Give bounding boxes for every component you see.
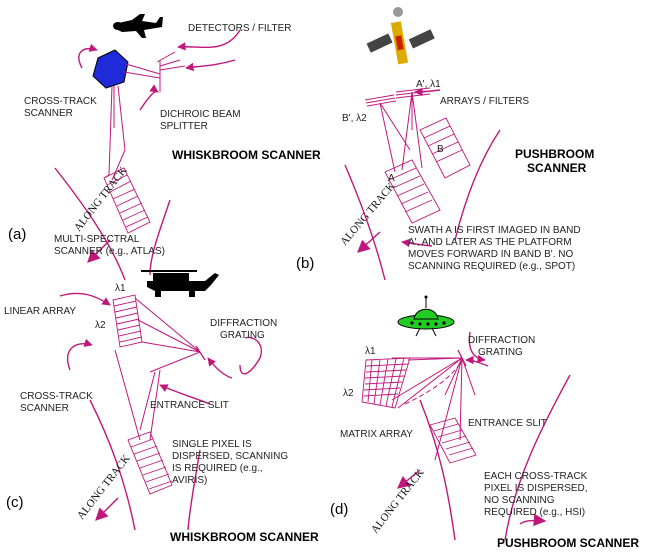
panel-d-label: (d): [330, 501, 348, 518]
panel-c-desc-2: DISPERSED, SCANNING: [172, 451, 288, 462]
panel-d-desc-3: NO SCANNING: [484, 495, 555, 506]
along-track-label-a: ALONG TRACK: [72, 165, 130, 234]
panel-b-desc-2: A', AND LATER AS THE PLATFORM: [408, 237, 572, 248]
panel-a-title: WHISKBROOM SCANNER: [172, 148, 321, 162]
along-track-label-b: ALONG TRACK: [338, 180, 398, 248]
along-track-label-d: ALONG TRACK: [369, 467, 427, 536]
diffraction-grating-label-d-2: GRATING: [478, 347, 523, 358]
dichroic-label-2: SPLITTER: [160, 121, 208, 132]
lambda1-label-d: λ1: [365, 346, 376, 357]
airplane-icon: [113, 14, 163, 38]
dichroic-label-1: DICHROIC BEAM: [160, 109, 241, 120]
cross-track-scanner-label-c-1: CROSS-TRACK: [20, 391, 93, 402]
panel-b-desc-1: SWATH A IS FIRST IMAGED IN BAND: [408, 225, 581, 236]
diffraction-grating-label-d-1: DIFFRACTION: [468, 335, 535, 346]
arrays-filters-label: ARRAYS / FILTERS: [440, 96, 529, 107]
panel-b-title-1: PUSHBROOM: [515, 147, 594, 161]
panel-b-desc-4: SCANNING REQUIRED (e.g., SPOT): [408, 261, 575, 272]
entrance-slit-label-d: ENTRANCE SLIT: [468, 418, 547, 429]
cross-track-scanner-label-c-2: SCANNER: [20, 403, 69, 414]
panel-b: A', λ1 ARRAYS / FILTERS B', λ2 B A PUSHB…: [296, 7, 594, 281]
swath-a-label: A: [388, 173, 395, 184]
panel-c-desc-4: AVIRIS): [172, 475, 207, 486]
panel-c-desc-3: IS REQUIRED (e.g.,: [172, 463, 263, 474]
lambda2-label-c: λ2: [95, 320, 106, 331]
panel-b-title-2: SCANNER: [527, 161, 587, 175]
panel-c-desc-1: SINGLE PIXEL IS: [172, 439, 252, 450]
a-prime-lambda1-label: A', λ1: [416, 79, 441, 90]
panel-d-title: PUSHBROOM SCANNER: [497, 536, 639, 550]
panel-a: DETECTORS / FILTER CROSS-TRACK SCANNER D…: [8, 14, 321, 281]
diffraction-grating-label-c-2: GRATING: [220, 330, 265, 341]
entrance-slit-label-c: ENTRANCE SLIT: [150, 400, 229, 411]
satellite-icon: [366, 7, 435, 65]
panel-b-label: (b): [296, 255, 314, 272]
panel-b-desc-3: MOVES FORWARD IN BAND B'. NO: [408, 249, 573, 260]
lambda2-label-d: λ2: [343, 388, 354, 399]
helicopter-icon: [141, 270, 219, 297]
multispectral-label-1: MULTI-SPECTRAL: [54, 234, 140, 245]
panel-d-desc-2: PIXEL IS DISPERSED,: [484, 483, 588, 494]
b-prime-lambda2-label: B', λ2: [342, 113, 367, 124]
diffraction-grating-label-c-1: DIFFRACTION: [210, 318, 277, 329]
panel-c-label: (c): [6, 494, 24, 511]
detectors-filter-label: DETECTORS / FILTER: [188, 23, 292, 34]
panel-a-label: (a): [8, 226, 26, 243]
panel-d: λ1 λ2 DIFFRACTION GRATING MATRIX ARRAY E…: [330, 295, 639, 550]
cross-track-scanner-label-2: SCANNER: [24, 108, 73, 119]
cross-track-scanner-label-1: CROSS-TRACK: [24, 96, 97, 107]
panel-c-title: WHISKBROOM SCANNER: [170, 530, 319, 544]
linear-array-label: LINEAR ARRAY: [4, 306, 76, 317]
flying-saucer-icon: [397, 295, 455, 337]
panel-d-desc-4: REQUIRED (e.g., HSI): [484, 507, 585, 518]
panel-c: λ1 λ2 LINEAR ARRAY DIFFRACTION GRATING C…: [4, 270, 319, 544]
multispectral-label-2: SCANNER (e.g., ATLAS): [54, 246, 165, 257]
swath-b-label: B: [437, 144, 444, 155]
panel-d-desc-1: EACH CROSS-TRACK: [484, 471, 588, 482]
cross-track-scanner-hexagon: [92, 49, 129, 89]
matrix-array-label: MATRIX ARRAY: [340, 429, 413, 440]
lambda1-label-c: λ1: [115, 283, 126, 294]
